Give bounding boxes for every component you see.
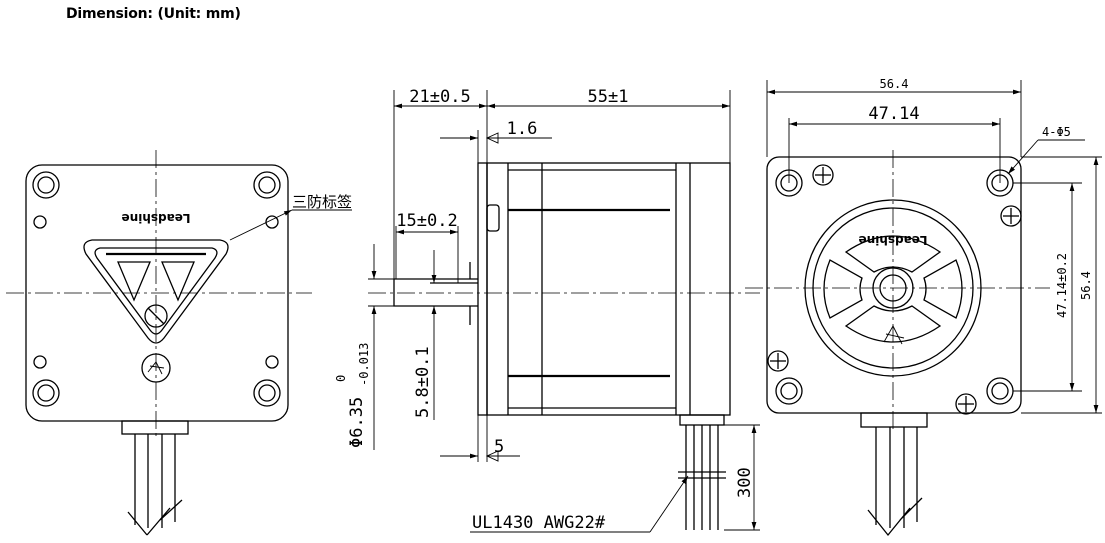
back-small-hole [265, 215, 279, 229]
front-cable-boot [860, 412, 928, 428]
wire-spec-text: UL1430 AWG22# [472, 513, 606, 533]
side-motor-body [486, 162, 731, 416]
side-label-tab [486, 204, 500, 232]
dim-flange-height-side: 56.4 [1079, 271, 1093, 300]
front-screw-icon [767, 350, 789, 372]
dim-flat-length: 15±0.2 [396, 211, 457, 231]
page-title: Dimension: (Unit: mm) [66, 6, 241, 22]
front-screw-icon [812, 164, 834, 186]
back-mount-hole [32, 171, 60, 199]
back-small-hole [265, 355, 279, 369]
dim-shaft-tol-lower: -0.013 [357, 343, 371, 386]
back-small-hole [33, 215, 47, 229]
back-small-hole [33, 355, 47, 369]
dim-shaft-diameter: Φ6.35 [347, 397, 367, 448]
dim-flange-thickness: 1.6 [507, 119, 538, 139]
dim-lead-length: 300 [735, 467, 755, 498]
dim-hole-spacing-top: 47.14 [868, 104, 919, 124]
side-view: 21±0.5 55±1 1.6 15±0.2 Φ6.35 0 -0.013 5.… [334, 87, 760, 533]
front-mount-hole [775, 377, 803, 405]
front-screw-icon [1000, 205, 1022, 227]
front-mount-hole [986, 377, 1014, 405]
side-flange-plate [477, 162, 488, 416]
dim-boss-length: 5 [494, 437, 504, 457]
dim-hole-spec: 4-Φ5 [1042, 125, 1071, 139]
dim-hole-spacing-side: 47.14±0.2 [1055, 253, 1069, 318]
dim-shaft-tol-upper: 0 [334, 375, 348, 382]
front-boss-window [844, 235, 942, 273]
back-lead-wires [134, 434, 176, 528]
back-cable-boot [121, 420, 189, 435]
front-lead-wires [875, 427, 918, 528]
front-screw-icon [955, 393, 977, 415]
back-view: Leadshine 三防标签 [6, 150, 352, 536]
dim-flange-width-top: 56.4 [880, 77, 909, 91]
dim-body-length: 55±1 [588, 87, 629, 107]
label-tag-text: 三防标签 [292, 193, 352, 211]
front-view: Leadshine 56.4 47.14 4-Φ5 47.14±0.2 56.4 [745, 77, 1102, 537]
back-mount-hole [253, 171, 281, 199]
front-boss-window [844, 305, 942, 343]
dim-flat-depth: 5.8±0.1 [413, 346, 433, 418]
back-mount-hole [32, 379, 60, 407]
back-mount-hole [253, 379, 281, 407]
dim-shaft-length: 21±0.5 [409, 87, 470, 107]
